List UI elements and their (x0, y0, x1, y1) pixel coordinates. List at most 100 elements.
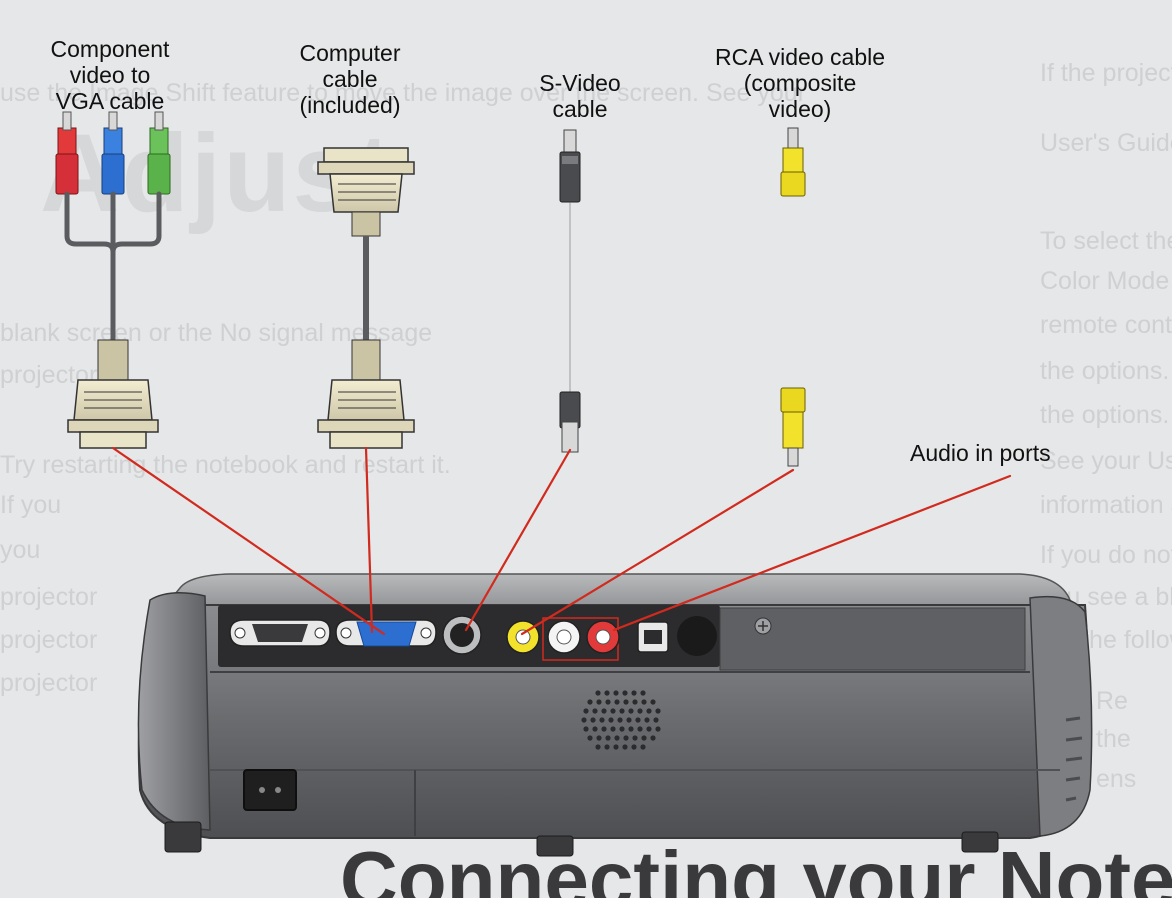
speaker-hole (653, 717, 659, 723)
speaker-hole (623, 735, 629, 741)
speaker-hole (587, 735, 593, 741)
ghost-text-3: User's Guide on the CD-ROM. (1040, 129, 1172, 157)
vga-port-1 (229, 619, 331, 647)
ghost-text-11: If you do not see an image (1040, 541, 1172, 569)
speaker-hole (622, 744, 628, 750)
speaker-hole (632, 735, 638, 741)
ghost-text-7: the options. (1040, 357, 1170, 385)
speaker-hole (604, 690, 610, 696)
speaker-hole (613, 690, 619, 696)
ghost-text-22: Re (1096, 687, 1128, 715)
component-red-plug (55, 111, 79, 195)
speaker-hole (605, 699, 611, 705)
speaker-hole (650, 699, 656, 705)
speaker-hole (637, 708, 643, 714)
label-computer-cable: Computer cable (included) (299, 40, 401, 118)
ghost-text-19: projector (0, 583, 98, 611)
leader-line-component (111, 446, 386, 636)
speaker-hole (608, 717, 614, 723)
power-pin-left (259, 787, 265, 793)
ghost-text-20: projector (0, 626, 98, 654)
ghost-text-4: To select the best color mode, press the (1040, 227, 1172, 255)
ghost-text-23: the (1096, 725, 1131, 753)
speaker-hole (595, 690, 601, 696)
speaker-hole (592, 708, 598, 714)
speaker-hole (601, 726, 607, 732)
speaker-hole (596, 735, 602, 741)
speaker-hole (587, 699, 593, 705)
component-green-plug (147, 111, 171, 195)
computer-cable (317, 147, 415, 449)
power-pin-right (275, 787, 281, 793)
speaker-hole (631, 690, 637, 696)
s-video-cable (559, 129, 581, 453)
speaker-hole (617, 717, 623, 723)
speaker-hole (619, 726, 625, 732)
label-audio-in-ports: Audio in ports (910, 440, 1051, 466)
ghost-text-6: remote control repeatedly to move throug… (1040, 311, 1172, 339)
ghost-text-8: the options. (1040, 401, 1170, 429)
speaker-hole (641, 699, 647, 705)
ghost-footer-heading: Connecting your Notebook (340, 835, 1172, 898)
power-inlet (243, 769, 297, 811)
speaker-hole (635, 717, 641, 723)
leader-line-rca (520, 468, 795, 636)
speaker-hole (640, 690, 646, 696)
ghost-text-9: See your User's Guide on the CD-ROM for … (1040, 447, 1172, 475)
leader-line-computer (364, 446, 374, 634)
speaker-hole (641, 735, 647, 741)
usb-port (637, 621, 669, 653)
s-video-port (442, 615, 482, 655)
projector (137, 573, 1093, 857)
ir-receiver (677, 616, 717, 656)
speaker-hole (592, 726, 598, 732)
speaker-hole (601, 708, 607, 714)
side-vent (1065, 716, 1083, 802)
label-component-video-to-vga-cable: Component video to VGA cable (50, 36, 170, 114)
speaker-hole (583, 708, 589, 714)
speaker-hole (626, 717, 632, 723)
speaker-hole (637, 726, 643, 732)
ghost-text-1: If the projector cannot be placed direct… (1040, 59, 1172, 87)
ghost-text-14: blank screen or the No signal message (0, 319, 433, 347)
speaker-hole (631, 744, 637, 750)
speaker-hole (610, 708, 616, 714)
speaker-hole (599, 717, 605, 723)
speaker-hole (640, 744, 646, 750)
projector-left-bumper (137, 592, 211, 831)
speaker-hole (596, 699, 602, 705)
speaker-hole (628, 708, 634, 714)
leader-line-audio (612, 474, 1012, 632)
speaker-hole (605, 735, 611, 741)
cover-screw (754, 617, 772, 635)
projector-right-bumper (1029, 595, 1093, 837)
audio-port-right (586, 620, 620, 654)
ghost-text-24: ens (1096, 765, 1137, 793)
audio-port-left (547, 620, 581, 654)
label-s-video-cable: S-Video cable (539, 70, 621, 122)
ghost-text-17: If you (0, 491, 62, 519)
speaker-hole (619, 708, 625, 714)
rca-video-cable (780, 127, 806, 467)
leader-line-s-video (464, 448, 572, 632)
cover-panel (719, 607, 1026, 671)
ghost-text-10: information about image adjustments. (1040, 491, 1172, 519)
speaker-hole (590, 717, 596, 723)
label-rca-video-cable: RCA video cable (composite video) (714, 44, 886, 122)
ghost-text-18: you (0, 536, 41, 564)
speaker-hole (655, 708, 661, 714)
component-blue-plug (101, 111, 125, 195)
ghost-text-2: use the Image Shift feature to move the … (0, 79, 807, 107)
speaker-hole (604, 744, 610, 750)
speaker-hole (623, 699, 629, 705)
speaker-hole (628, 726, 634, 732)
speaker-hole (646, 708, 652, 714)
projector-feet (164, 821, 999, 857)
speaker-hole (595, 744, 601, 750)
leader-lines (111, 446, 1012, 636)
speaker-hole (644, 717, 650, 723)
ghost-text-5: Color Mode button on the projector, (1040, 267, 1170, 295)
ghost-text-21: projector (0, 669, 98, 697)
